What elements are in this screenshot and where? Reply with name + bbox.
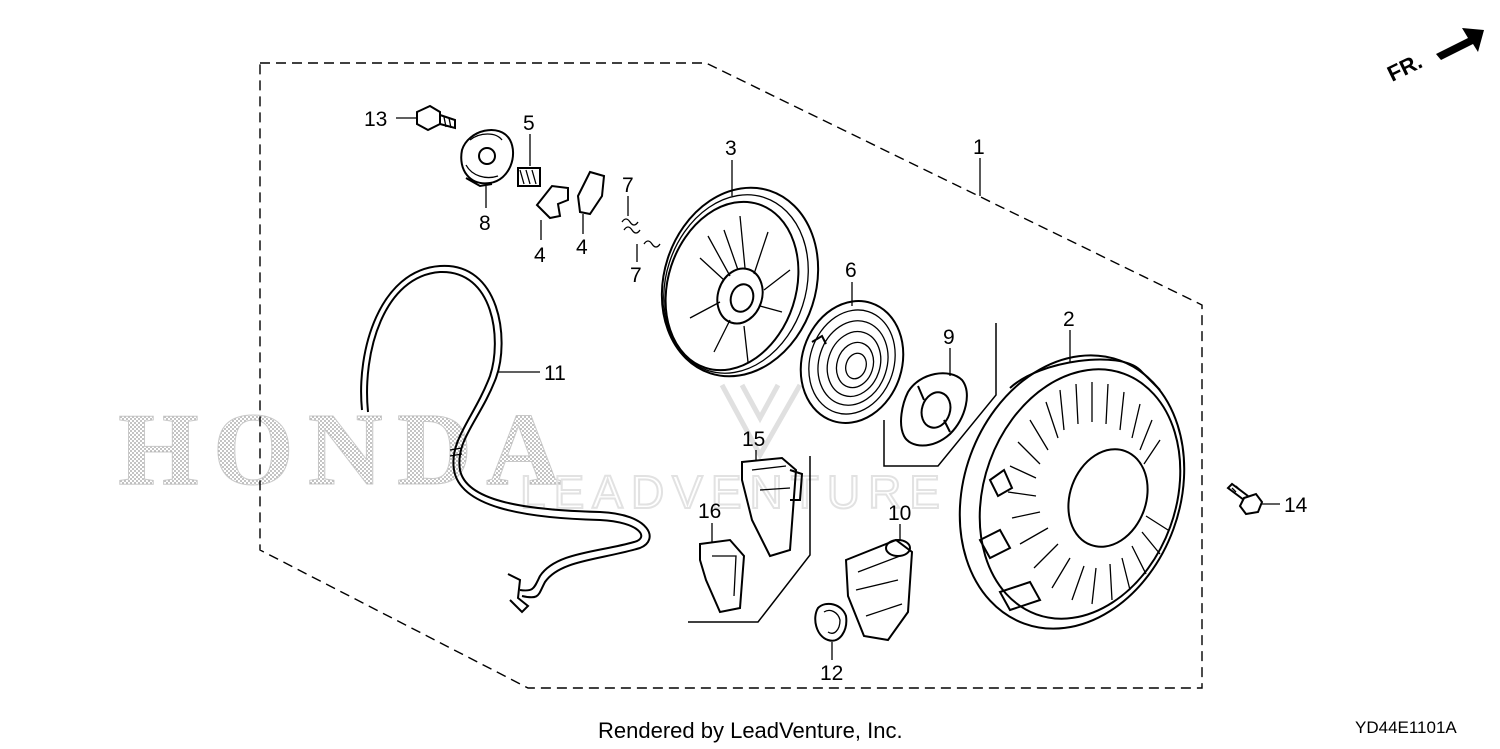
callout-10: 10 — [888, 502, 911, 525]
part-6-return-spring — [799, 300, 905, 424]
diagram-code: YD44E1101A — [1355, 718, 1457, 737]
part-14-flange-bolt — [1226, 482, 1264, 516]
part-4-ratchet-right — [576, 170, 606, 216]
part-2-starter-case — [958, 354, 1186, 630]
part-3-reel — [660, 186, 820, 378]
callout-2: 2 — [1063, 308, 1075, 331]
callout-11: 11 — [544, 362, 566, 385]
callout-5: 5 — [523, 112, 535, 135]
callout-14: 14 — [1284, 494, 1308, 517]
part-15-grip-cover — [741, 456, 804, 558]
callout-4a: 4 — [534, 244, 546, 267]
callout-7b: 7 — [630, 264, 642, 287]
leadventure-watermark: LEADVENTURE — [520, 466, 948, 518]
part-12-rope-retainer — [814, 602, 848, 642]
part-7-ratchet-spring-lower — [643, 240, 661, 248]
callout-9: 9 — [943, 326, 955, 349]
bracket-collet-group — [883, 323, 997, 467]
callout-8: 8 — [479, 212, 491, 235]
part-8-ratchet-guide — [460, 129, 515, 188]
bracket-knob-group — [688, 456, 811, 623]
front-direction-label: FR. — [1383, 48, 1426, 86]
callout-12: 12 — [820, 662, 843, 685]
callout-13: 13 — [364, 108, 387, 131]
part-4-ratchet-left — [535, 184, 569, 220]
callout-1: 1 — [973, 136, 985, 159]
part-9-friction-spring — [900, 372, 968, 447]
assembly-boundary — [259, 62, 1203, 689]
part-11-starter-rope — [360, 264, 651, 614]
case-vent-slots — [1007, 382, 1169, 605]
part-7-ratchet-spring-upper — [621, 218, 641, 234]
callout-16: 16 — [698, 500, 721, 523]
callout-7a: 7 — [622, 174, 634, 197]
part-10-starter-grip — [844, 538, 914, 642]
callout-15: 15 — [742, 428, 765, 451]
callout-6: 6 — [845, 259, 857, 282]
front-direction-arrow: FR. — [1383, 28, 1484, 86]
callout-4b: 4 — [576, 236, 588, 259]
honda-watermark: HONDA — [118, 392, 575, 507]
part-16-grip-insert — [699, 538, 746, 614]
footer-credit: Rendered by LeadVenture, Inc. — [598, 718, 903, 743]
callout-3: 3 — [725, 137, 737, 160]
leadventure-logo-watermark — [719, 383, 803, 461]
part-5-spring — [517, 167, 541, 187]
part-13-flange-bolt — [416, 104, 456, 132]
